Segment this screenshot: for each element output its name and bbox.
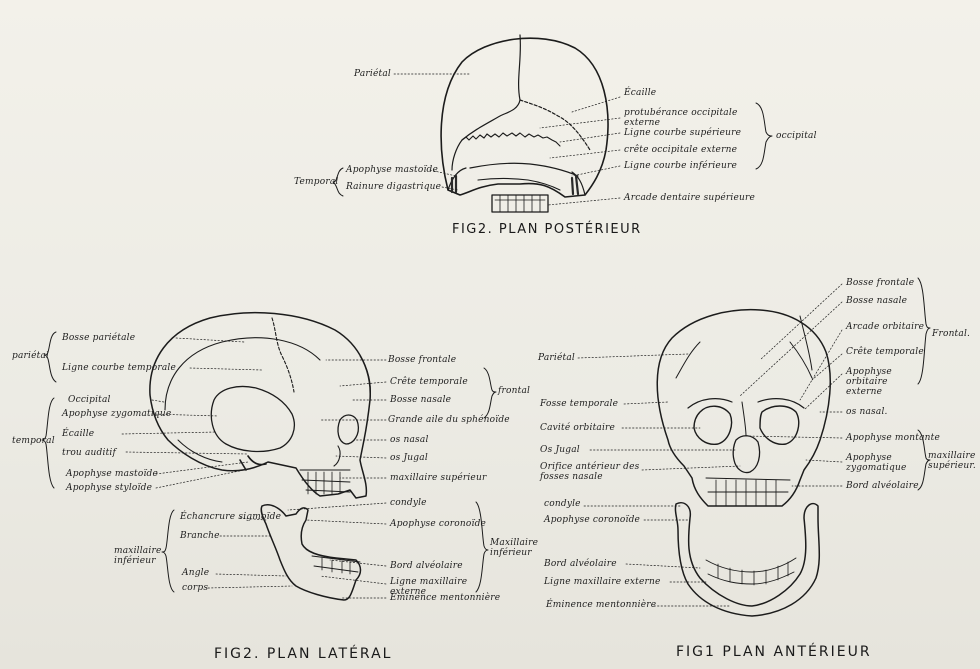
label-protuberance: protubérance occipitale externe [624,108,738,128]
label-trou-auditif: trou auditif [62,448,117,458]
label-maxillaire-inferieur-right: Maxillaire inférieur [490,538,539,558]
lateral-leader-lines [121,337,387,599]
label-os-jugal-anterior: Os Jugal [540,445,580,455]
label-eminence-anterior: Éminence mentonnière [546,600,657,610]
label-orifice-anterieur: Orifice antérieur des fosses nasale [540,462,640,482]
label-cavite-orbitaire: Cavité orbitaire [540,423,616,433]
label-corps: corps [182,583,209,593]
label-arcade-dentaire: Arcade dentaire supérieure [624,193,756,203]
label-eminence-mentonniere-lateral: Éminence mentonnière [390,593,501,603]
label-apophyse-zygomatique-lateral: Apophyse zygomatique [62,409,172,419]
label-apophyse-montante: Apophyse montante [846,433,940,443]
label-crete-temporale-anterior: Crête temporale [846,347,924,357]
label-echancrure-sigmoide: Échancrure sigmoïde [180,512,282,522]
posterior-leader-lines [393,73,621,206]
label-temporal-group: Temporal [294,177,339,187]
label-apophyse-mastoide-lateral: Apophyse mastoïde [66,469,159,479]
label-ecaille-posterior: Écaille [624,88,657,98]
label-apophyse-styloide: Apophyse styloïde [66,483,153,493]
label-os-jugal-lateral: os Jugal [390,453,428,463]
label-temporal-group-lateral: temporal [12,436,55,446]
label-maxillaire-inferieur-left: maxillaire inférieur [114,546,162,566]
posterior-skull-drawing [440,34,609,213]
label-maxillaire-superieur-lateral: maxillaire supérieur [390,473,487,483]
label-os-nasal-lateral: os nasal [390,435,429,445]
label-bosse-nasale-anterior: Bosse nasale [846,296,908,306]
label-angle: Angle [182,568,210,578]
label-os-nasal-anterior: os nasal. [846,407,888,417]
label-frontal-group-anterior: Frontal. [932,329,971,339]
anterior-braces [917,277,931,491]
label-rainure-digastrique: Rainure digastrique [346,182,442,192]
label-crete-temporale-lateral: Crête temporale [390,377,468,387]
caption-posterior: FIG2. PLAN POSTÉRIEUR [452,222,642,237]
label-bord-alveolaire-lateral: Bord alvéolaire [390,561,463,571]
label-apophyse-coronoide-lateral: Apophyse coronoïde [390,519,487,529]
label-bosse-nasale-lateral: Bosse nasale [390,395,452,405]
label-frontal-group-lateral: frontal [498,386,531,396]
label-ligne-maxillaire-anterior: Ligne maxillaire externe [544,577,661,587]
label-occipital-group: occipital [776,131,817,141]
posterior-braces [332,102,773,197]
label-ligne-maxillaire-lateral: Ligne maxillaire externe [390,577,468,597]
lateral-skull-drawing [149,311,371,601]
label-parietal-anterior: Pariétal [538,353,575,363]
anterior-skull-drawing [656,308,831,617]
label-apophyse-orbitaire-externe: Apophyse orbitaire externe [846,367,892,397]
caption-anterior: FIG1 PLAN ANTÉRIEUR [676,644,872,660]
label-ligne-courbe-superieure: Ligne courbe supérieure [624,128,742,138]
label-apophyse-zygomatique-anterior: Apophyse zygomatique [846,453,907,473]
label-condyle-lateral: condyle [390,498,427,508]
label-ecaille-lateral: Écaille [62,429,95,439]
label-bord-alveolaire-sup: Bord alvéolaire [846,481,919,491]
caption-lateral: FIG2. PLAN LATÉRAL [214,646,393,662]
label-grande-aile-sphenoide: Grande aile du sphénoïde [388,415,510,425]
label-condyle-anterior: condyle [544,499,581,509]
label-ligne-courbe-temporale: Ligne courbe temporale [62,363,177,373]
label-fosse-temporale: Fosse temporale [540,399,619,409]
label-apophyse-mastoide-posterior: Apophyse mastoïde [346,165,439,175]
label-bosse-frontale-anterior: Bosse frontale [846,278,915,288]
label-occipital-lateral: Occipital [68,395,111,405]
label-crete-occipitale: crête occipitale externe [624,145,738,155]
label-maxillaire-superieur-anterior: maxillaire supérieur. [928,451,976,471]
label-parietal-posterior: Pariétal [354,69,391,79]
label-parietal-group-lateral: pariétal [12,351,50,361]
label-bord-alveolaire-inf: Bord alvéolaire [544,559,617,569]
label-bosse-parietale: Bosse pariétale [62,333,136,343]
label-ligne-courbe-inferieure: Ligne courbe inférieure [624,161,737,171]
label-arcade-orbitaire: Arcade orbitaire [846,322,925,332]
lateral-braces [41,331,497,593]
anterior-leader-lines [577,283,843,607]
label-branche: Branche [180,531,220,541]
label-apophyse-coronoide-anterior: Apophyse coronoïde [544,515,641,525]
label-bosse-frontale-lateral: Bosse frontale [388,355,457,365]
